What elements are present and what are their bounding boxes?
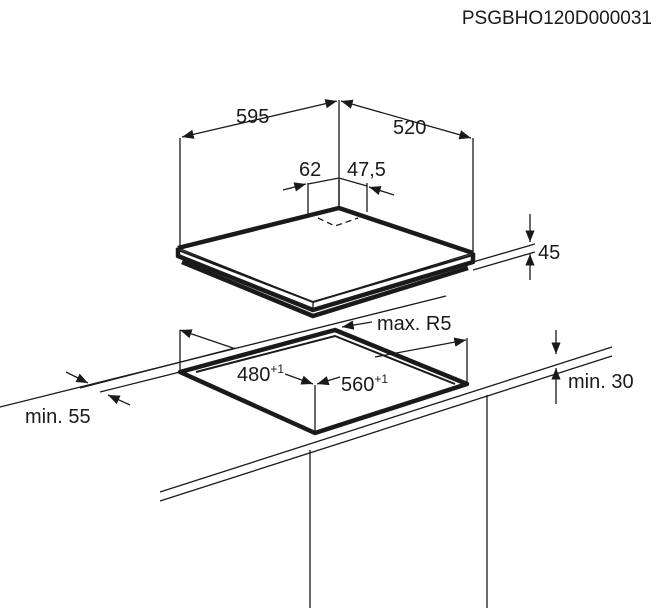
hob-left-offset-label: 62 (299, 159, 321, 181)
document-code: PSGBHO120D000031 (462, 8, 652, 29)
hob-dimension-lines (179, 99, 536, 280)
worktop (0, 295, 613, 608)
hob-width-label: 595 (236, 106, 269, 128)
min-worktop-thickness-label: min. 30 (568, 371, 634, 393)
corner-radius-label: max. R5 (377, 313, 451, 335)
cutout-depth-label: 480+1 (237, 362, 284, 386)
hob-height-label: 45 (538, 242, 560, 264)
hob (175, 205, 476, 319)
hob-depth-label: 520 (393, 117, 426, 139)
hob-right-offset-label: 47,5 (347, 159, 386, 181)
cutout-width-label: 560+1 (341, 372, 388, 396)
min-back-distance-label: min. 55 (25, 406, 91, 428)
cutout (65, 320, 561, 436)
